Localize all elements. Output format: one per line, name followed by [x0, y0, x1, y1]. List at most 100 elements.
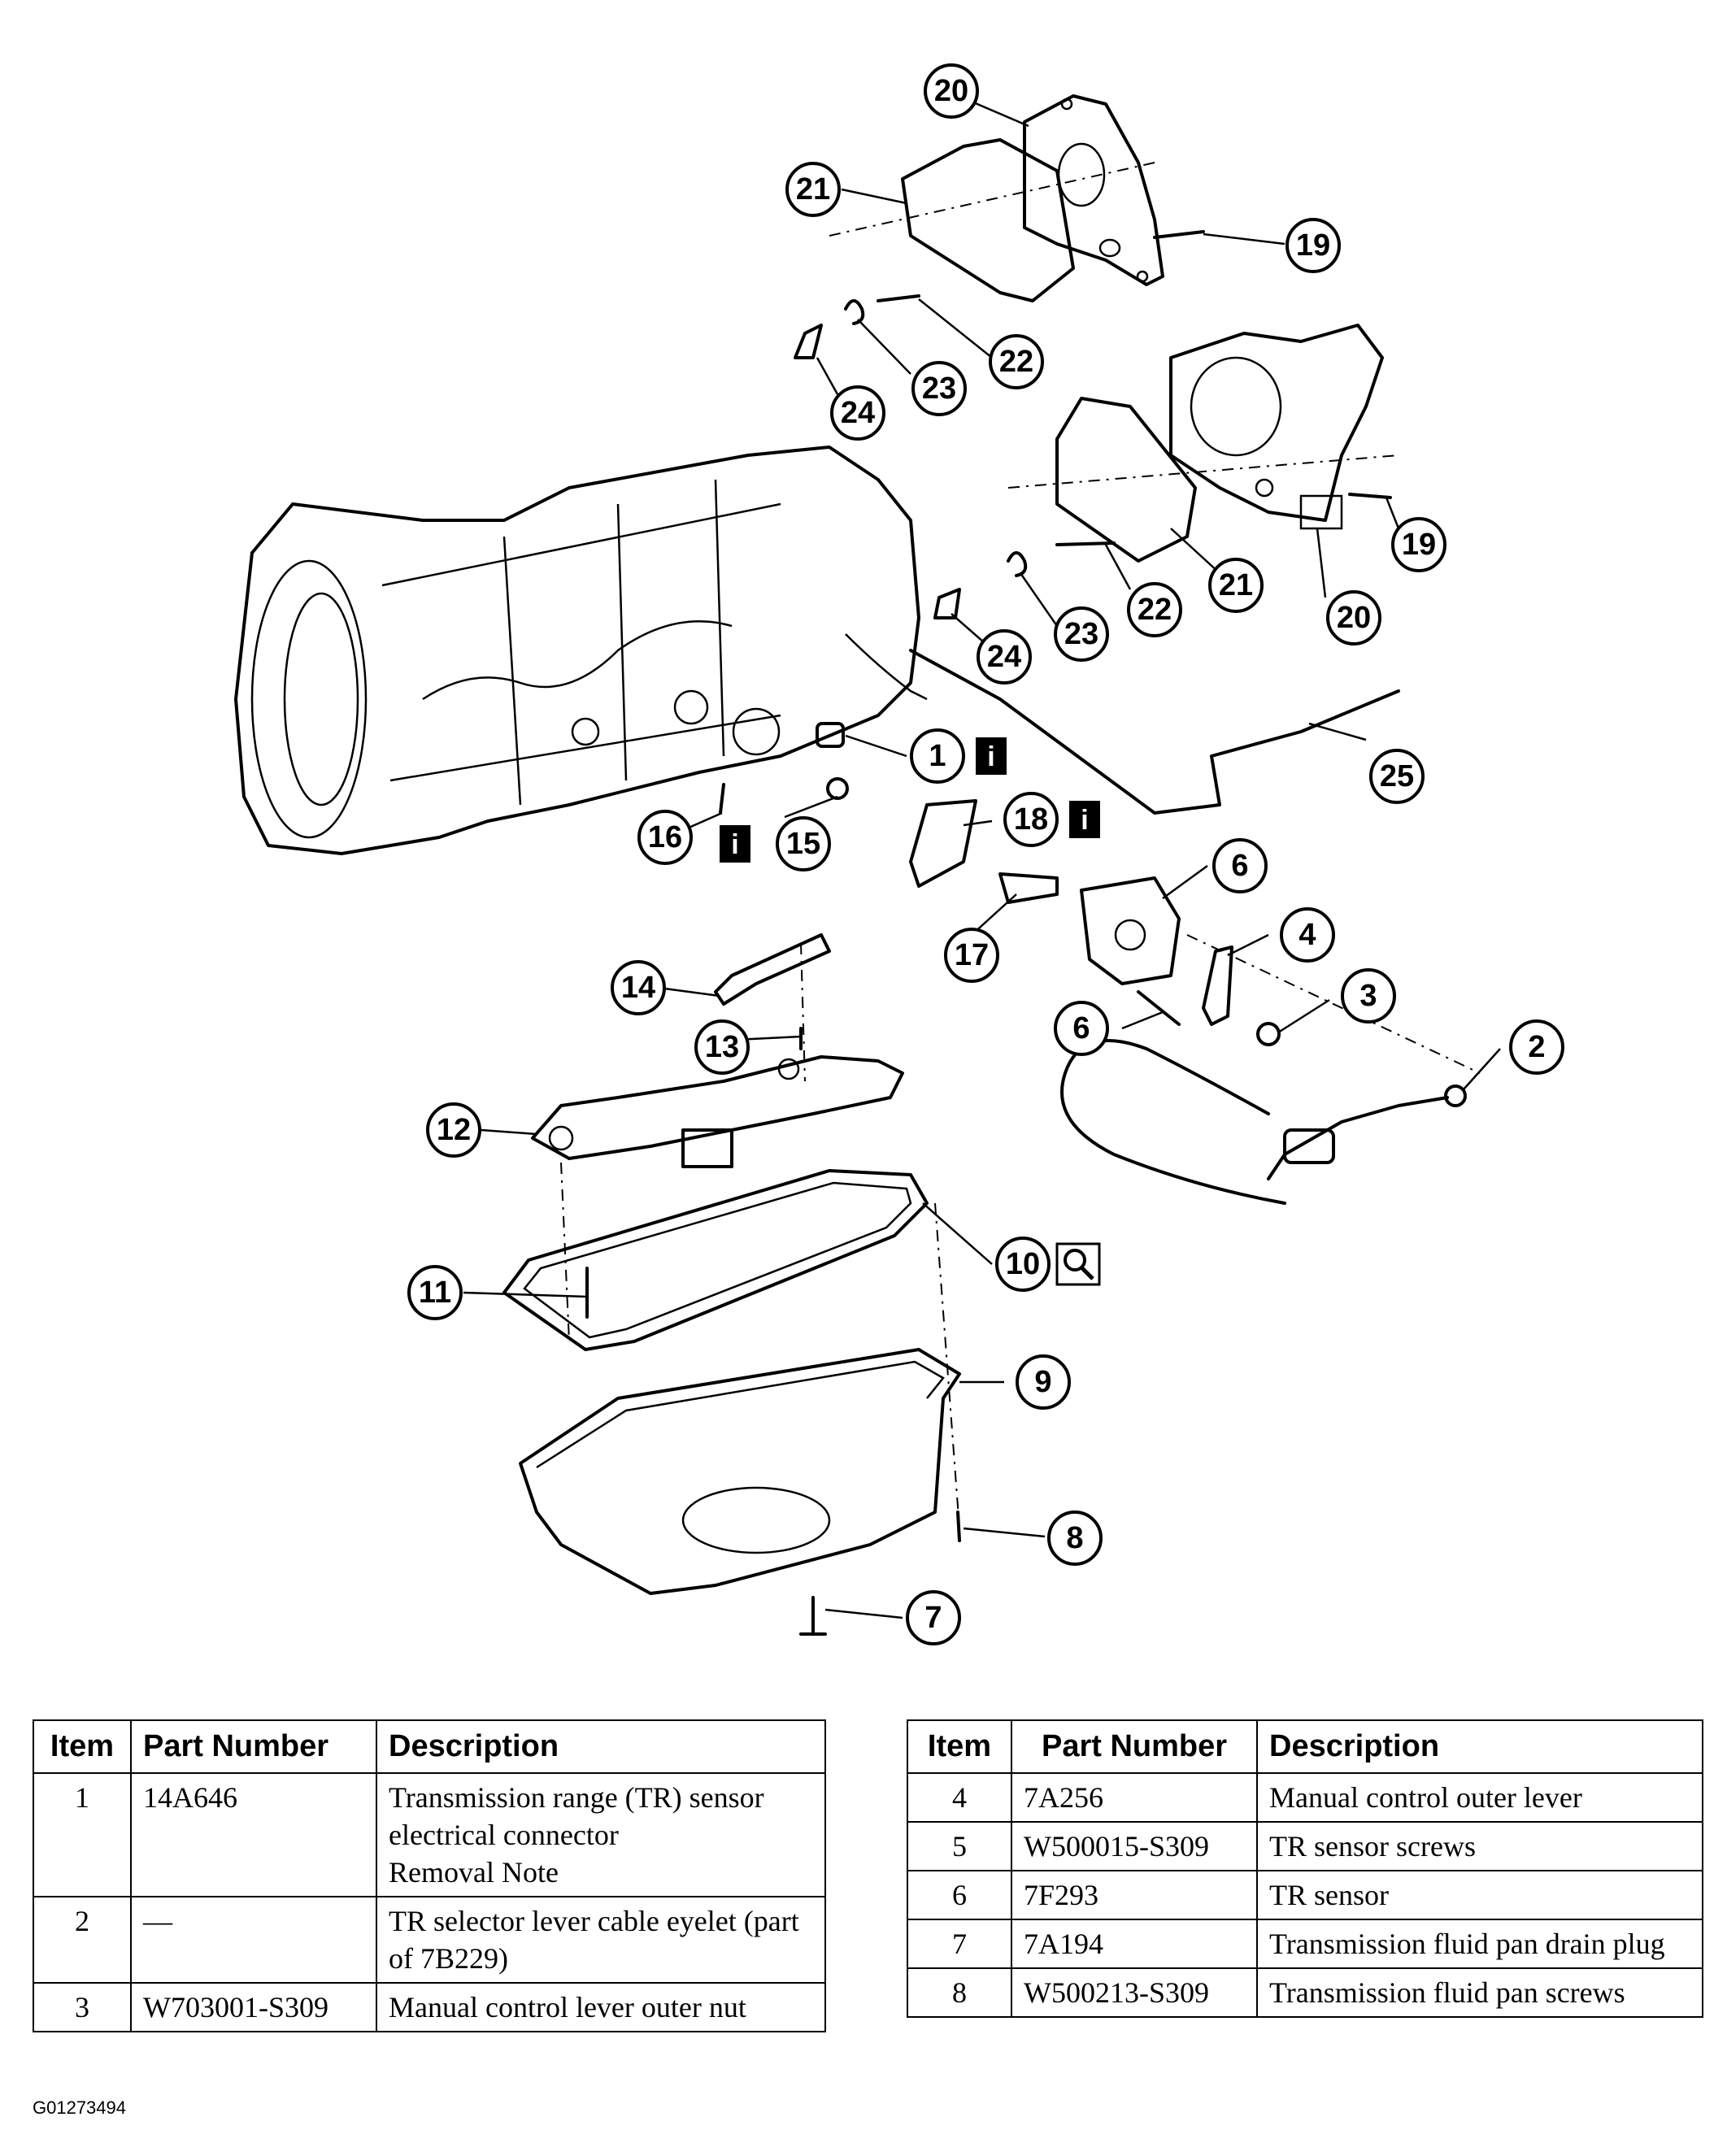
clip-lower — [1007, 551, 1028, 577]
tr-sensor — [1080, 876, 1181, 985]
callout-20-lower: 20 — [1326, 590, 1381, 645]
svg-text:8: 8 — [1066, 1521, 1083, 1555]
svg-text:20: 20 — [1337, 601, 1371, 635]
item-cell: 7 — [907, 1919, 1012, 1969]
transmission-case — [234, 446, 928, 855]
svg-text:9: 9 — [1034, 1365, 1051, 1399]
callout-17: 17 — [944, 928, 999, 983]
svg-text:20: 20 — [934, 74, 968, 108]
selector-cable — [1267, 1096, 1449, 1180]
item-cell: 6 — [907, 1870, 1012, 1920]
svg-text:17: 17 — [955, 938, 989, 972]
parts-table-right: Item Part Number Description 4 7A256 Man… — [907, 1719, 1703, 2018]
column-header: Description — [376, 1719, 826, 1774]
item-cell: 8 — [907, 1967, 1012, 2018]
callout-14: 14 — [611, 960, 666, 1015]
description-cell: TR sensor screws — [1256, 1821, 1703, 1871]
svg-text:21: 21 — [796, 172, 830, 206]
callout-12: 12 — [426, 1102, 481, 1158]
pin-lower — [1055, 541, 1116, 546]
info-badge-nut[interactable]: i — [720, 825, 750, 863]
tr-sensor-screw — [1137, 990, 1181, 1026]
callout-3: 3 — [1341, 968, 1396, 1024]
removal-note-link[interactable]: Removal Note — [389, 1856, 559, 1889]
callout-6-screw: 6 — [1054, 1001, 1109, 1056]
callout-16: 16 — [637, 810, 693, 865]
table-header-row: Item Part Number Description — [907, 1719, 1703, 1774]
lever-upper — [794, 324, 823, 359]
gasket-lower — [1055, 397, 1197, 563]
column-header: Part Number — [1011, 1719, 1258, 1774]
fluid-filter — [531, 1055, 904, 1168]
callout-24-lower: 24 — [977, 629, 1032, 685]
clip-upper — [844, 299, 865, 325]
parts-table-left: Item Part Number Description 1 14A646 Tr… — [33, 1719, 826, 2032]
svg-text:11: 11 — [419, 1276, 451, 1310]
svg-text:7: 7 — [924, 1601, 942, 1635]
svg-text:3: 3 — [1359, 979, 1377, 1013]
description-cell: Transmission fluid pan screws — [1256, 1967, 1703, 2018]
description-text: Transmission range (TR) sensor electrica… — [389, 1781, 764, 1851]
part-number-cell: 14A646 — [130, 1772, 377, 1897]
svg-text:16: 16 — [648, 820, 682, 854]
column-header: Item — [907, 1719, 1012, 1774]
callout-24-upper: 24 — [830, 385, 885, 441]
part-number-cell: 7A256 — [1011, 1772, 1258, 1823]
svg-text:6: 6 — [1231, 849, 1248, 883]
part-number-cell: 7F293 — [1011, 1870, 1258, 1920]
info-badge-manual-lever[interactable]: i — [1069, 801, 1100, 838]
item-cell: 3 — [33, 1982, 132, 2032]
svg-text:22: 22 — [1138, 593, 1172, 627]
callout-18: 18 — [1003, 792, 1059, 847]
info-badge-connector[interactable]: i — [976, 737, 1007, 775]
svg-text:21: 21 — [1219, 568, 1253, 602]
gasket-upper — [901, 138, 1075, 302]
svg-text:24: 24 — [841, 396, 875, 430]
description-cell: TR sensor — [1256, 1870, 1703, 1920]
extension-housing-lower — [1169, 324, 1384, 530]
tr-connector — [816, 722, 845, 748]
svg-text:19: 19 — [1402, 528, 1436, 562]
svg-text:25: 25 — [1380, 759, 1414, 793]
fluid-pan — [519, 1348, 961, 1595]
callout-9: 9 — [1016, 1354, 1071, 1410]
callout-13: 13 — [694, 1019, 750, 1075]
magnifier-icon[interactable] — [1055, 1242, 1101, 1286]
part-number-cell: W703001-S309 — [130, 1982, 377, 2032]
part-number-cell: W500213-S309 — [1011, 1967, 1258, 2018]
park-rod — [998, 872, 1059, 904]
outer-nut — [1256, 1022, 1281, 1046]
svg-text:23: 23 — [922, 372, 956, 406]
callout-19-lower: 19 — [1391, 517, 1446, 572]
callout-2: 2 — [1509, 1019, 1564, 1075]
description-cell: Manual control outer lever — [1256, 1772, 1703, 1823]
table-row: 6 7F293 TR sensor — [907, 1870, 1703, 1920]
column-header: Part Number — [130, 1719, 377, 1774]
table-row: 4 7A256 Manual control outer lever — [907, 1772, 1703, 1823]
table-row: 2 — TR selector lever cable eyelet (part… — [33, 1896, 826, 1984]
callout-8: 8 — [1047, 1511, 1103, 1566]
exploded-parts-diagram: 20 21 19 22 23 24 19 21 22 23 24 20 25 1… — [234, 63, 1564, 1645]
table-header-row: Item Part Number Description — [33, 1719, 826, 1774]
table-row: 5 W500015-S309 TR sensor screws — [907, 1821, 1703, 1871]
pin-16 — [719, 783, 725, 815]
item-cell: 5 — [907, 1821, 1012, 1871]
description-cell: Transmission fluid pan drain plug — [1256, 1919, 1703, 1969]
callout-4: 4 — [1280, 907, 1335, 963]
table-row: 3 W703001-S309 Manual control lever oute… — [33, 1982, 826, 2032]
svg-text:13: 13 — [705, 1030, 739, 1064]
drain-plug — [799, 1596, 827, 1636]
part-number-cell: W500015-S309 — [1011, 1821, 1258, 1871]
bracket — [714, 933, 831, 1006]
svg-text:15: 15 — [786, 827, 820, 861]
description-cell: Manual control lever outer nut — [376, 1982, 826, 2032]
callout-21-lower: 21 — [1208, 558, 1264, 613]
pan-screw — [956, 1511, 961, 1542]
item-cell: 2 — [33, 1896, 132, 1984]
pan-gasket — [502, 1169, 929, 1351]
part-number-cell: 7A194 — [1011, 1919, 1258, 1969]
callout-21-upper: 21 — [785, 162, 841, 217]
callout-25: 25 — [1369, 749, 1425, 804]
extension-housing-upper — [1023, 94, 1164, 286]
leader-lines — [463, 100, 1501, 1619]
